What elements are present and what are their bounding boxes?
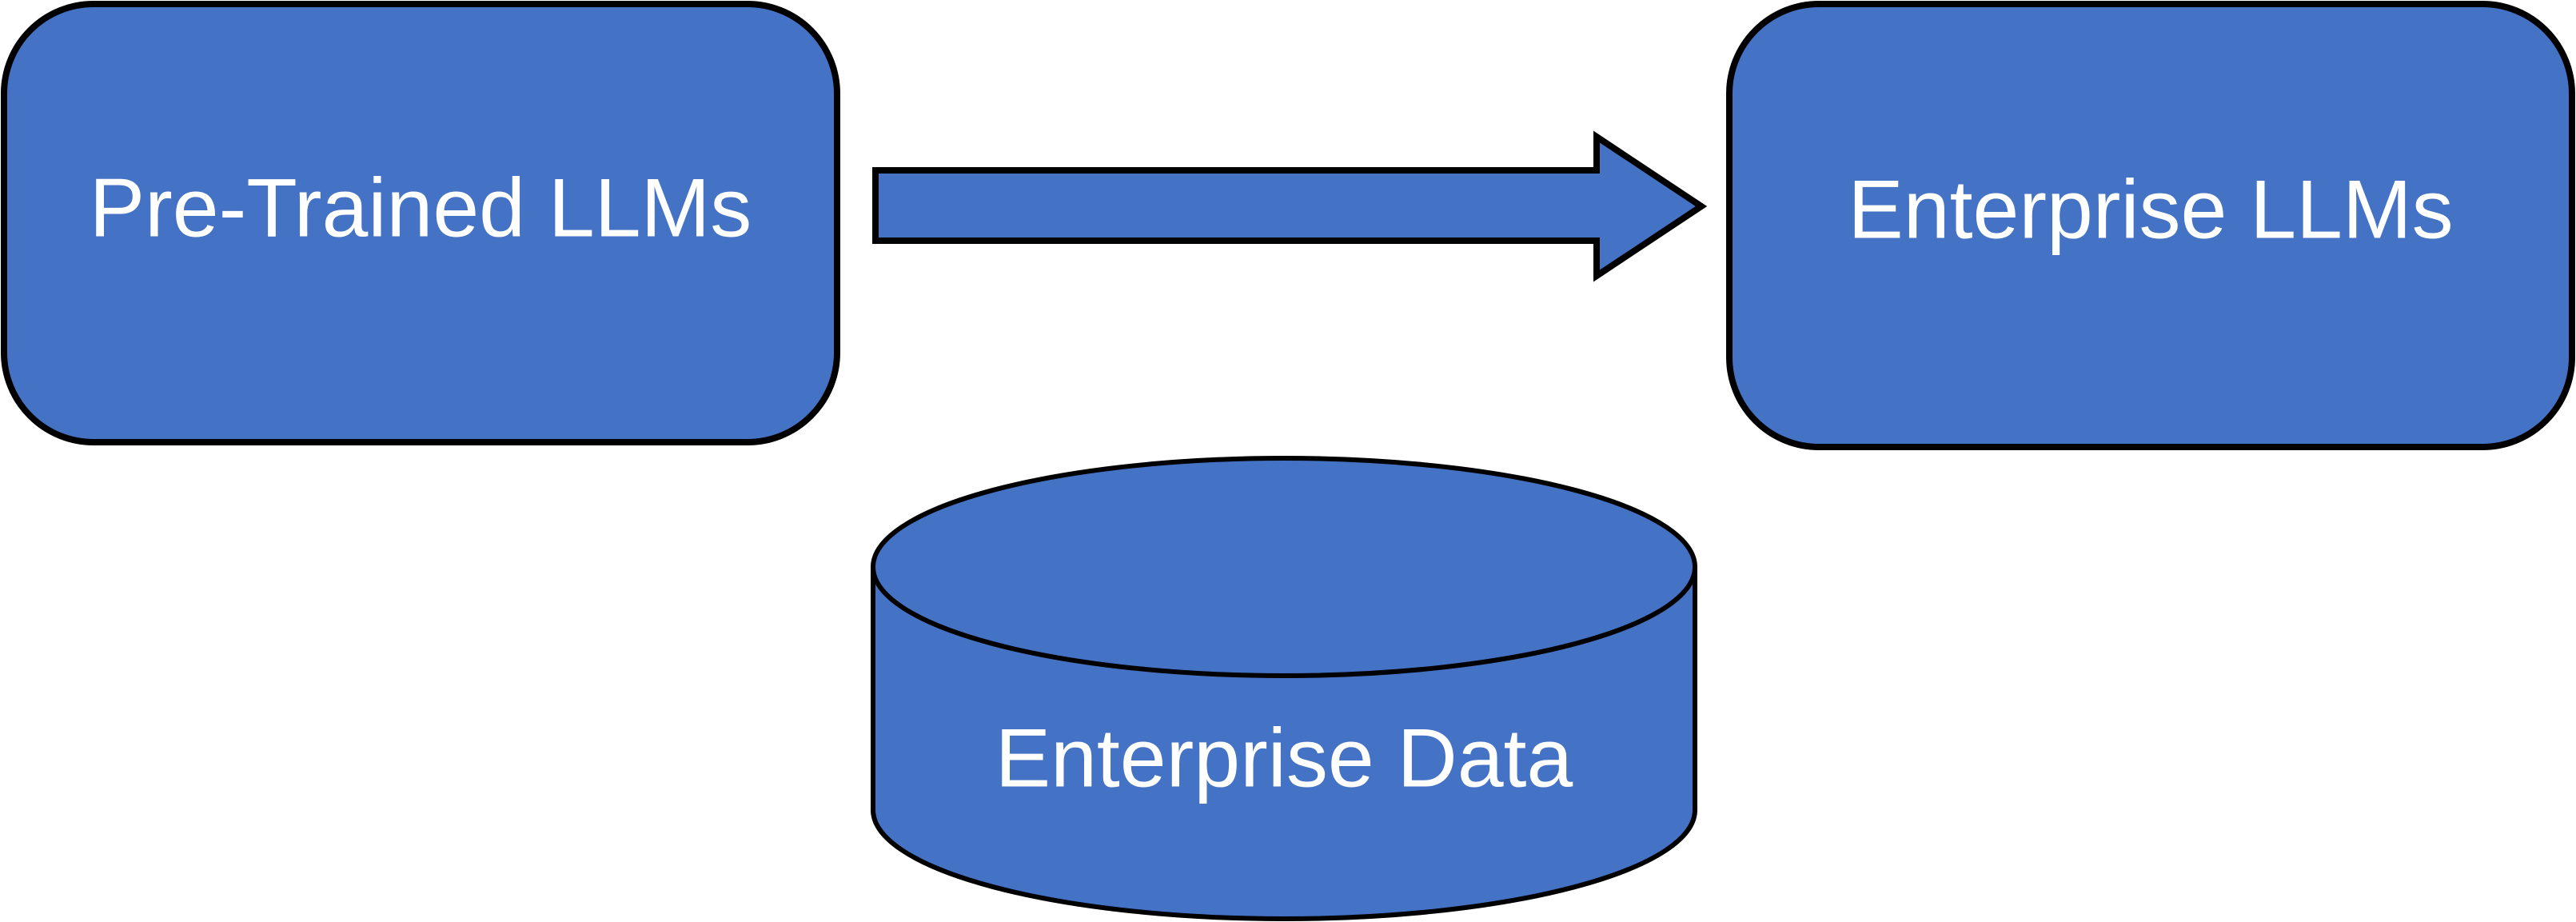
pretrained-llms-label: Pre-Trained LLMs [90,162,752,254]
cylinder-top [871,456,1697,678]
enterprise-llms-label: Enterprise LLMs [1848,163,2453,256]
node-enterprise-llms: Enterprise LLMs [1726,1,2575,450]
block-arrow [872,130,1708,282]
node-pretrained-llms: Pre-Trained LLMs [1,1,840,445]
enterprise-data-label: Enterprise Data [995,712,1573,804]
pretrained-llms-box [1,1,840,445]
edge-pretrained-to-enterprise [872,130,1708,282]
enterprise-llms-box [1726,1,2575,450]
node-enterprise-data: Enterprise Data [871,456,1697,921]
